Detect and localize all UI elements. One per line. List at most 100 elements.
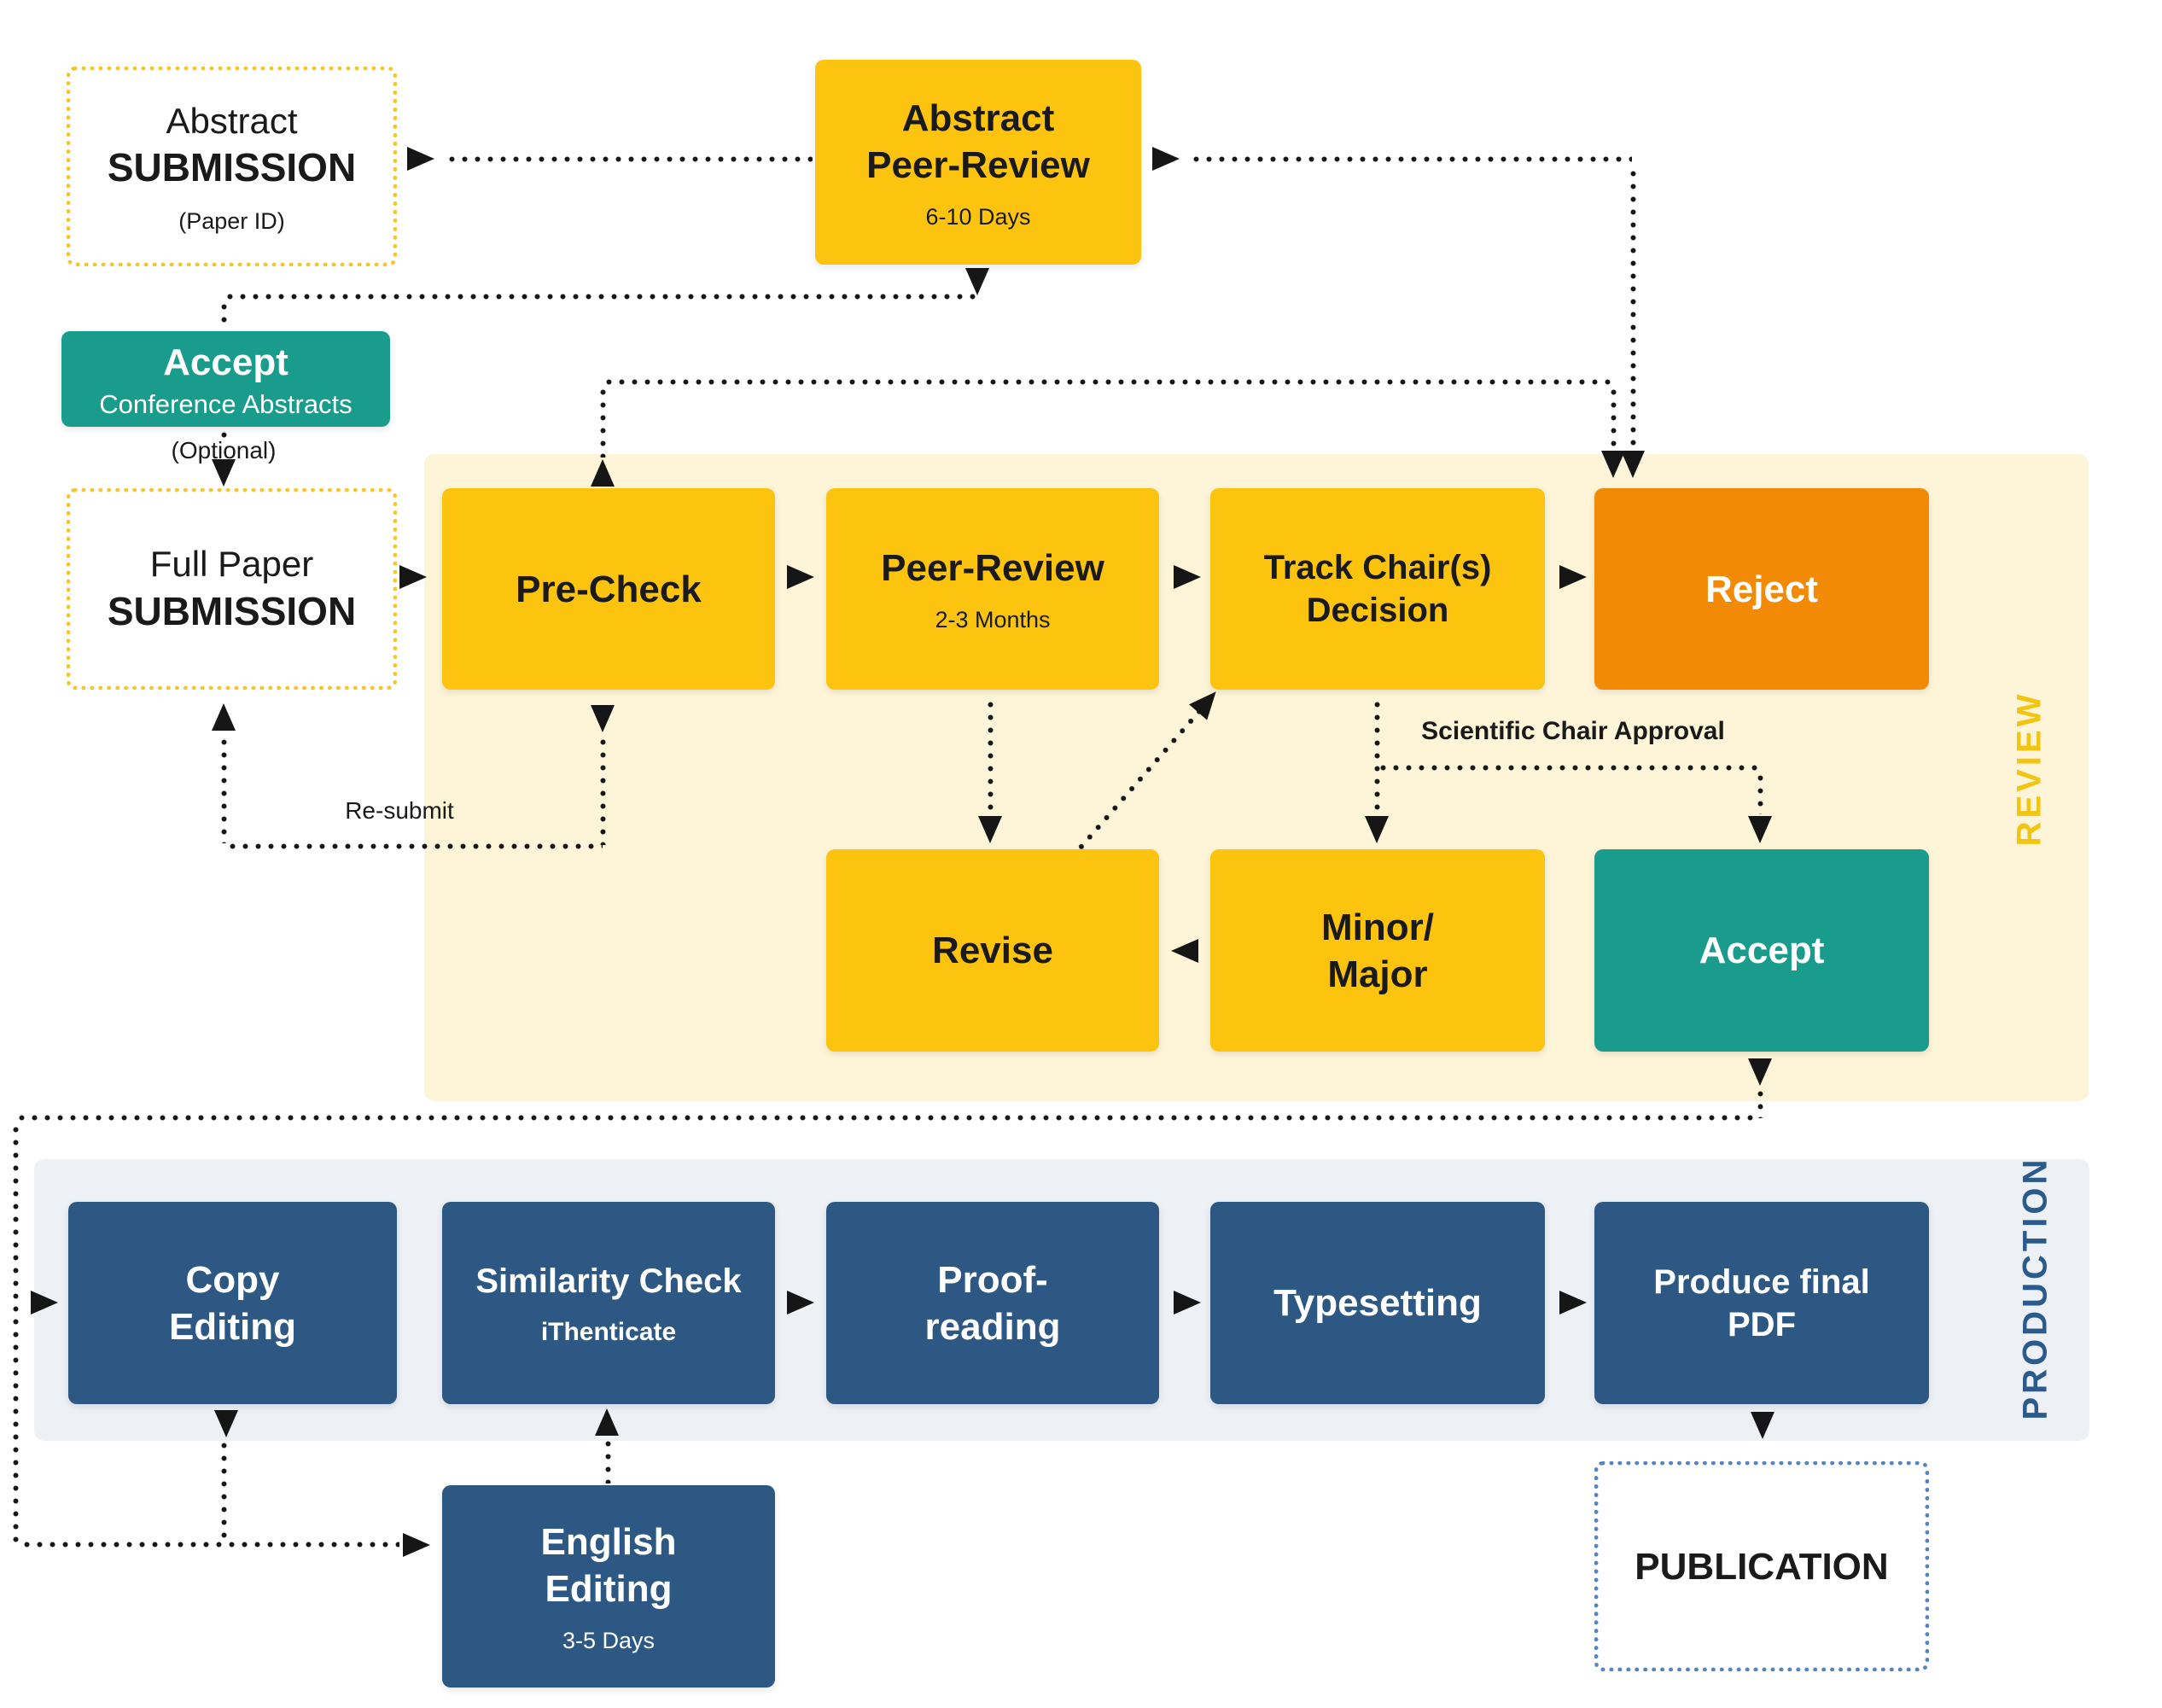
english-editing-line1: English	[540, 1521, 677, 1563]
copy-editing-box: Copy Editing	[68, 1202, 397, 1404]
re-submit-label: Re-submit	[345, 797, 454, 824]
abstract-submission-line1: Abstract	[166, 100, 298, 141]
connector-precheck-up	[600, 386, 606, 458]
production-section-label: PRODUCTION	[2016, 1156, 2054, 1420]
connector-into-accept-abstracts	[221, 300, 227, 329]
copy-editing-line1: Copy	[185, 1258, 280, 1301]
copy-editing-line2: Editing	[168, 1305, 297, 1348]
accept-title: Accept	[1699, 930, 1825, 971]
connector-peer-review-to-reject-horizontal	[1190, 156, 1632, 162]
optional-label: (Optional)	[171, 437, 277, 463]
connector-scientific-chair-horizontal	[1377, 765, 1761, 771]
full-paper-submission-box: Full Paper SUBMISSION	[67, 488, 397, 690]
arrow-right-icon	[1174, 1291, 1201, 1315]
abstract-peer-review-box: Abstract Peer-Review 6-10 Days	[815, 60, 1141, 265]
accept-conference-abstracts-box: Accept Conference Abstracts	[61, 331, 390, 427]
arrow-right-icon	[787, 565, 814, 589]
arrow-right-icon	[399, 565, 427, 589]
arrow-right-icon	[407, 147, 434, 171]
arrow-down-icon	[1748, 1058, 1772, 1086]
produce-final-pdf-box: Produce final PDF	[1594, 1202, 1929, 1404]
peer-review-box: Peer-Review 2-3 Months	[826, 488, 1159, 690]
english-editing-line2: Editing	[545, 1568, 673, 1610]
reject-box: Reject	[1594, 488, 1929, 690]
arrow-down-icon	[1365, 816, 1389, 843]
track-chair-line1: Track Chair(s)	[1263, 549, 1492, 586]
proof-reading-line2: reading	[924, 1305, 1061, 1348]
arrow-down-icon	[1601, 451, 1625, 478]
produce-pdf-line1: Produce final	[1653, 1262, 1870, 1301]
revise-box: Revise	[826, 849, 1159, 1052]
abstract-peer-review-line2: Peer-Review	[866, 143, 1090, 186]
arrow-left-icon	[1171, 939, 1198, 963]
full-paper-line1: Full Paper	[149, 544, 314, 584]
peer-review-note: 2-3 Months	[935, 607, 1051, 632]
arrow-down-icon	[978, 816, 1002, 843]
abstract-peer-review-line1: Abstract	[901, 96, 1055, 139]
connector-peer-review-to-accept-abstracts	[224, 294, 978, 300]
peer-review-title: Peer-Review	[881, 547, 1104, 589]
full-paper-line2: SUBMISSION	[107, 588, 357, 633]
accept-box: Accept	[1594, 849, 1929, 1052]
arrow-right-icon	[403, 1533, 430, 1557]
english-editing-box: English Editing 3-5 Days	[442, 1485, 775, 1688]
connector-track-chair-to-minor-major	[1374, 698, 1380, 814]
connector-resubmit-left-vertical	[221, 736, 227, 843]
similarity-check-title: Similarity Check	[475, 1262, 742, 1300]
produce-pdf-line2: PDF	[1728, 1305, 1796, 1344]
abstract-submission-box: Abstract SUBMISSION (Paper ID)	[67, 67, 397, 266]
connector-peer-review-to-revise	[988, 698, 994, 814]
publication-title: PUBLICATION	[1635, 1545, 1889, 1588]
pre-check-title: Pre-Check	[516, 568, 702, 610]
connector-resubmit-right-vertical	[600, 736, 606, 845]
arrow-down-icon	[1748, 816, 1772, 843]
arrow-down-icon	[214, 1410, 238, 1437]
connector-scientific-chair-to-accept	[1757, 772, 1763, 814]
arrow-up-icon	[212, 703, 236, 731]
arrow-right-icon	[31, 1291, 58, 1315]
connector-resubmit-horizontal	[226, 843, 603, 849]
arrow-right-icon	[787, 1291, 814, 1315]
arrow-right-icon	[1152, 147, 1180, 171]
typesetting-title: Typesetting	[1273, 1282, 1482, 1324]
similarity-check-note: iThenticate	[540, 1317, 677, 1346]
accept-conference-title: Accept	[163, 341, 288, 383]
minor-major-line1: Minor/	[1321, 906, 1434, 948]
arrow-up-icon	[595, 1408, 619, 1436]
connector-copy-editing-down	[221, 1439, 227, 1540]
arrow-up-icon	[591, 459, 615, 487]
revise-title: Revise	[932, 930, 1053, 971]
pre-check-box: Pre-Check	[442, 488, 775, 690]
track-chair-line2: Decision	[1306, 592, 1449, 629]
arrow-down-icon	[1751, 1412, 1774, 1439]
abstract-submission-line2: SUBMISSION	[107, 145, 357, 189]
connector-accept-to-production	[15, 1115, 1760, 1121]
track-chair-decision-box: Track Chair(s) Decision	[1210, 488, 1545, 690]
minor-major-box: Minor/ Major	[1210, 849, 1545, 1052]
arrow-down-icon	[212, 459, 236, 487]
abstract-submission-note: (Paper ID)	[178, 207, 285, 234]
typesetting-box: Typesetting	[1210, 1202, 1545, 1404]
arrow-right-icon	[1174, 565, 1201, 589]
scientific-chair-approval-label: Scientific Chair Approval	[1421, 717, 1725, 745]
connector-precheck-to-reject	[603, 379, 1613, 385]
reject-title: Reject	[1705, 568, 1819, 610]
arrow-down-icon	[591, 705, 615, 732]
connector-accept-abstracts-down	[221, 428, 227, 442]
minor-major-line2: Major	[1327, 953, 1428, 995]
similarity-check-box: Similarity Check iThenticate	[442, 1202, 775, 1404]
english-editing-note: 3-5 Days	[562, 1628, 656, 1653]
connector-production-left-vertical	[13, 1123, 19, 1543]
arrow-right-icon	[1559, 1291, 1587, 1315]
connector-accept-down	[1757, 1087, 1763, 1118]
arrow-down-icon	[965, 268, 989, 295]
proof-reading-line1: Proof-	[937, 1258, 1048, 1301]
proof-reading-box: Proof- reading	[826, 1202, 1159, 1404]
accept-conference-subtitle: Conference Abstracts	[99, 388, 353, 419]
connector-abstract-to-peer-review	[446, 156, 813, 162]
connector-precheck-to-reject-down	[1611, 386, 1617, 449]
arrow-right-icon	[1559, 565, 1587, 589]
review-section-label: REVIEW	[2010, 691, 2048, 847]
abstract-peer-review-note: 6-10 Days	[925, 203, 1031, 230]
